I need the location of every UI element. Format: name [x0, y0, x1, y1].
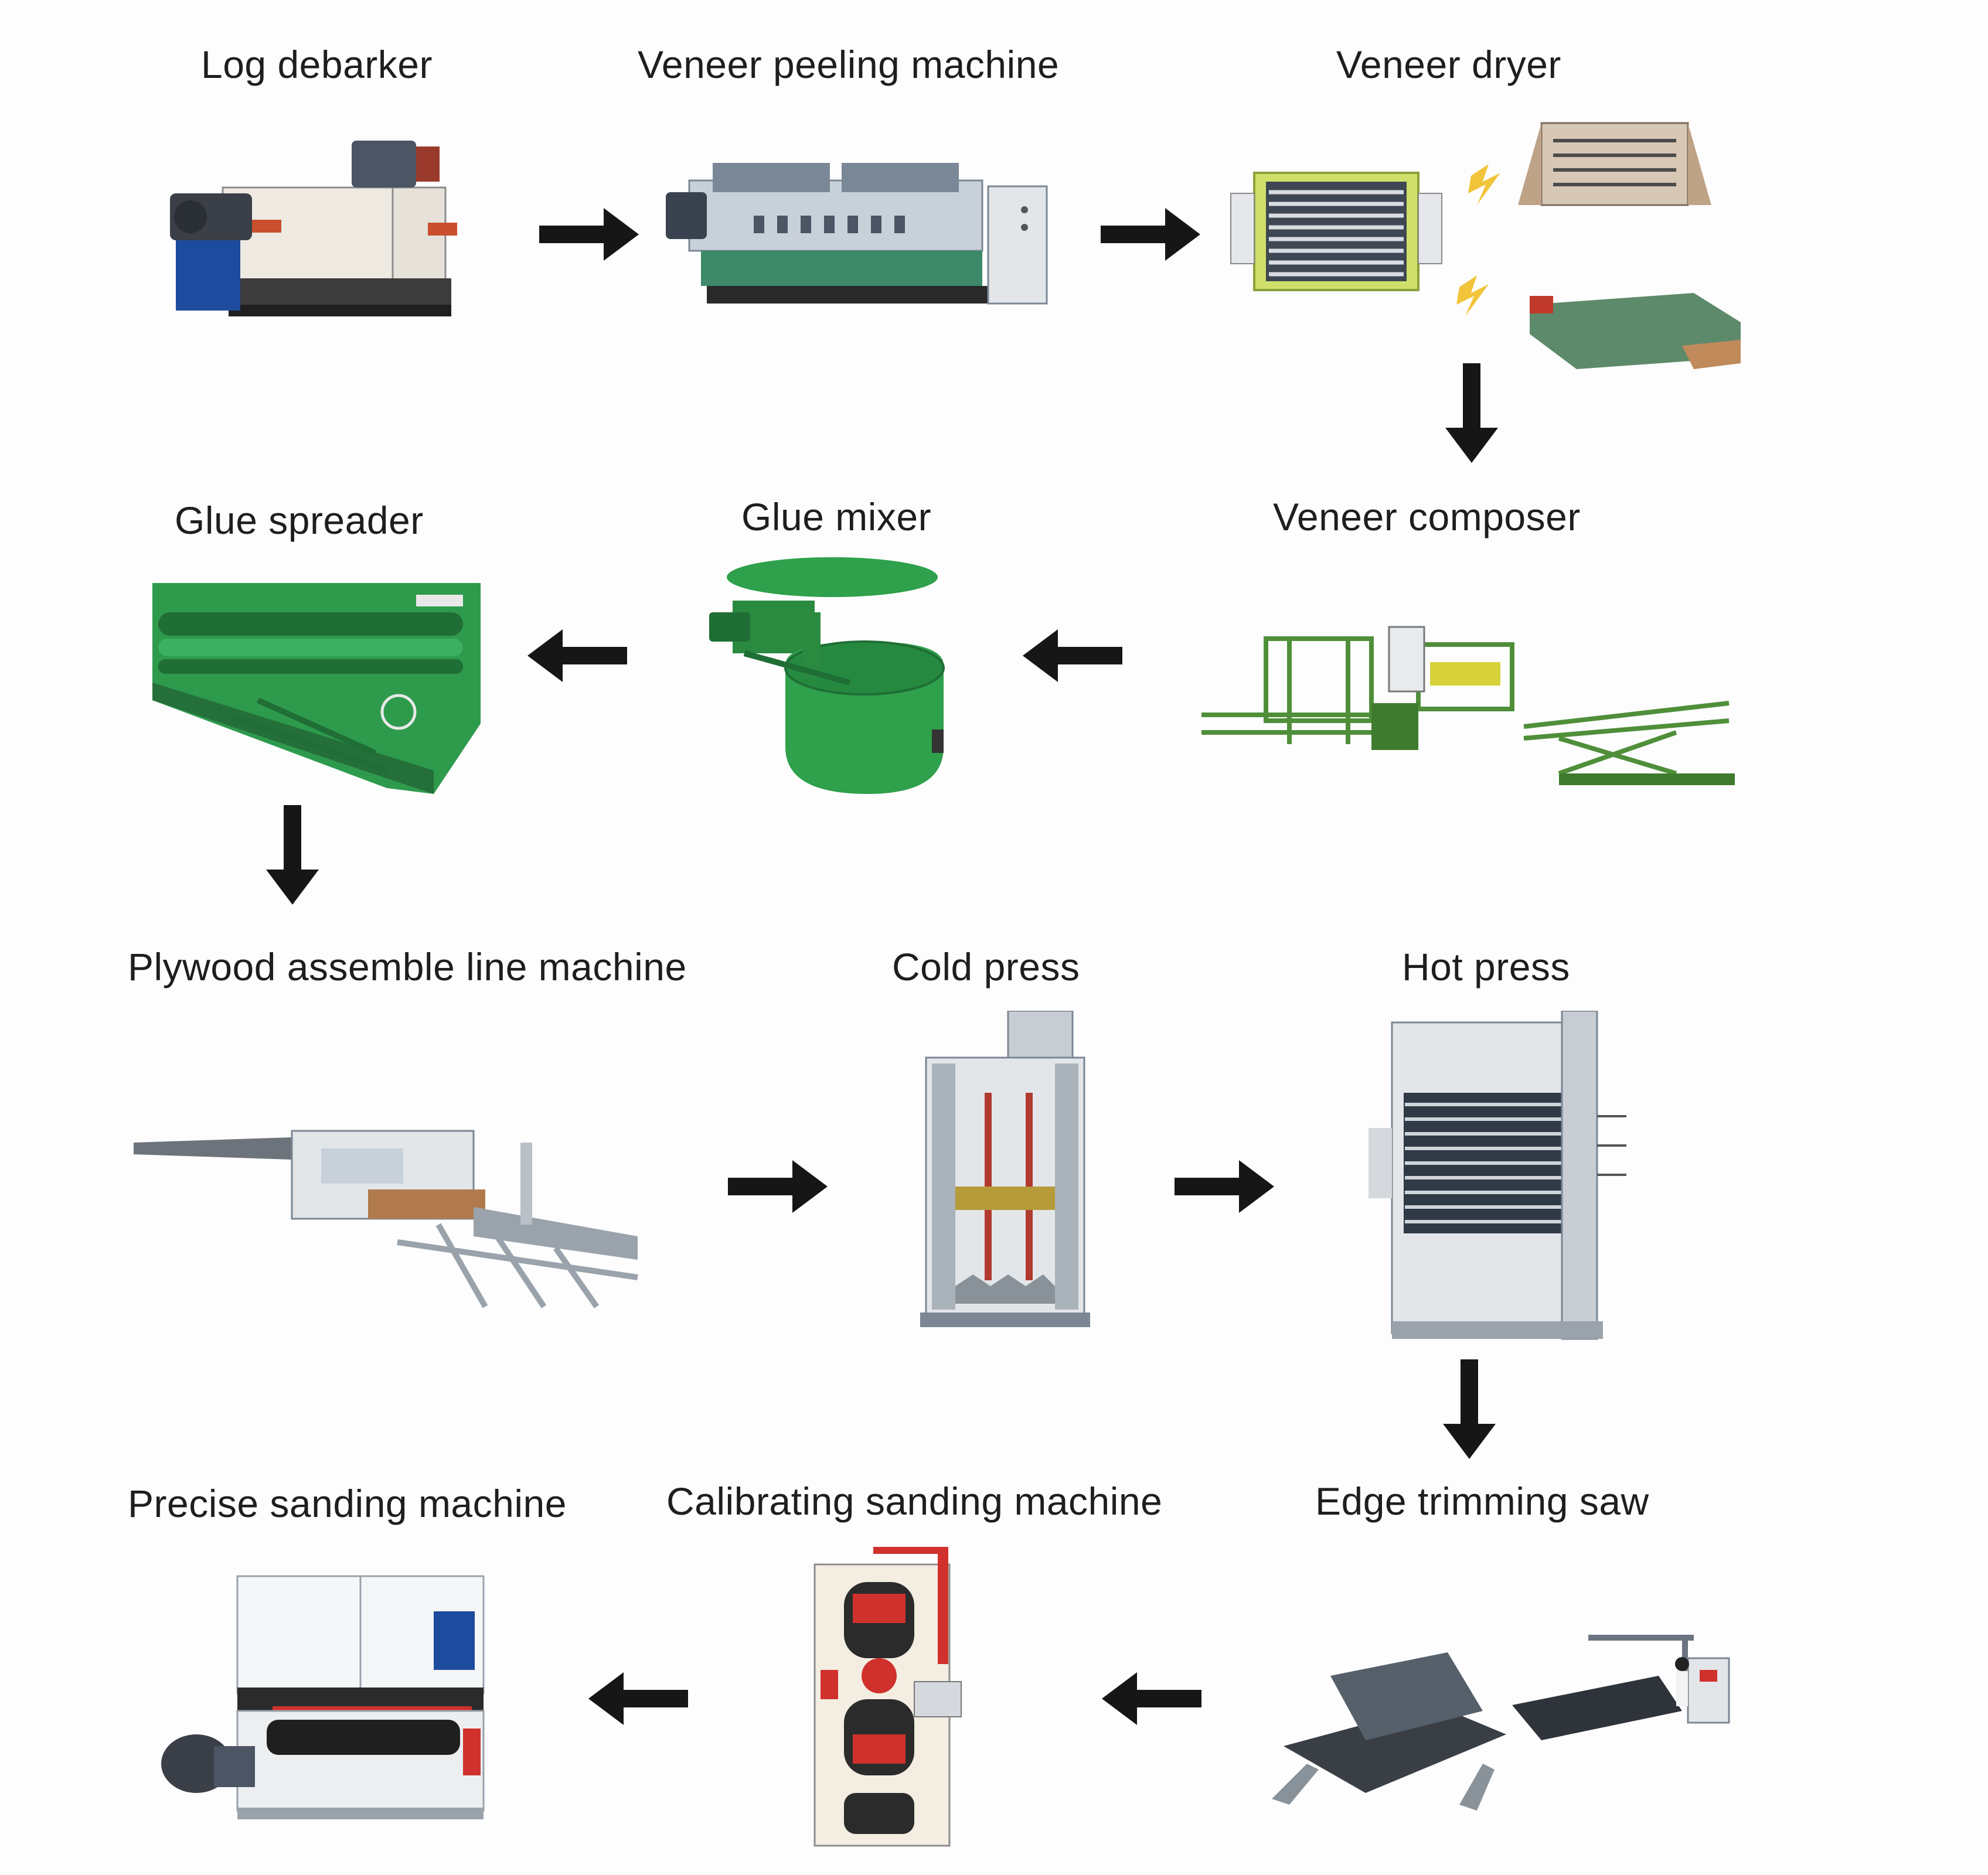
step-label-cold-press: Cold press	[892, 945, 1080, 988]
step-label-precise-sanding-machine: Precise sanding machine	[128, 1482, 567, 1525]
plywood-assemble-line-image	[134, 1119, 644, 1312]
glue-spreader-image	[141, 571, 486, 800]
veneer-dryer-image	[1225, 111, 1741, 393]
arrow-down-2	[266, 805, 319, 905]
step-label-glue-spreader: Glue spreader	[175, 499, 424, 542]
arrow-left-1	[1023, 629, 1122, 682]
arrow-right-2	[1101, 208, 1200, 261]
veneer-peeling-machine-image	[666, 145, 1053, 321]
veneer-composer-image	[1196, 615, 1735, 791]
step-label-veneer-composer: Veneer composer	[1273, 495, 1581, 538]
step-label-glue-mixer: Glue mixer	[741, 495, 932, 538]
step-label-veneer-dryer: Veneer dryer	[1336, 43, 1561, 86]
calibrating-sanding-machine-image	[803, 1547, 985, 1852]
cold-press-image	[914, 1011, 1090, 1330]
step-label-hot-press: Hot press	[1402, 945, 1570, 988]
step-label-plywood-assemble-line: Plywood assemble line machine	[128, 945, 687, 988]
step-label-veneer-peeling-machine: Veneer peeling machine	[638, 43, 1060, 86]
arrow-left-3	[1102, 1672, 1201, 1725]
glue-mixer-image	[697, 554, 955, 800]
arrow-left-4	[588, 1672, 688, 1725]
precise-sanding-machine-image	[155, 1570, 489, 1822]
arrow-down-1	[1445, 363, 1498, 463]
arrow-down-3	[1443, 1359, 1496, 1459]
log-debarker-image	[164, 135, 504, 322]
arrow-left-2	[527, 629, 627, 682]
hot-press-image	[1369, 1011, 1638, 1348]
arrow-right-3	[728, 1160, 828, 1213]
step-label-log-debarker: Log debarker	[201, 43, 433, 86]
arrow-right-4	[1175, 1160, 1274, 1213]
step-label-edge-trimming-saw: Edge trimming saw	[1315, 1479, 1649, 1523]
edge-trimming-saw-image	[1272, 1617, 1741, 1816]
step-label-calibrating-sanding-machine: Calibrating sanding machine	[666, 1479, 1163, 1523]
arrow-right-1	[539, 208, 639, 261]
